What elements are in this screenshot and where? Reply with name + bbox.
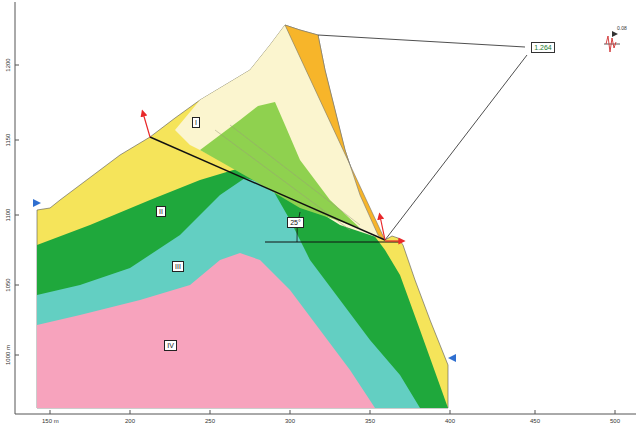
boundary-marker — [448, 354, 456, 362]
surface-layer — [37, 25, 448, 408]
elevation-tick: 1200 — [5, 58, 11, 71]
force-arrow — [380, 216, 385, 240]
layer-one-slide-mass — [175, 25, 385, 240]
layer-four — [37, 253, 375, 408]
radius-line — [318, 35, 525, 47]
node-text: IV — [167, 342, 174, 349]
layer-label: III — [172, 261, 184, 272]
distance-tick: 450 — [530, 418, 540, 424]
horizontal-axis — [15, 414, 636, 415]
seismic-icon — [604, 31, 620, 52]
boundary-marker — [33, 199, 41, 207]
elevation-tick: 1000 m — [5, 345, 11, 365]
distance-tick: 250 — [205, 418, 215, 424]
node-text: 1.264 — [534, 44, 552, 51]
slip-surface — [150, 137, 385, 240]
distance-tick: 500 — [610, 418, 620, 424]
orange-band — [285, 25, 385, 240]
node-text: III — [175, 263, 181, 270]
distance-tick: 150 m — [42, 418, 59, 424]
distance-tick: 300 — [285, 418, 295, 424]
angle-label: 25° — [287, 217, 304, 228]
safety-factor-box: 1.264 — [531, 42, 555, 53]
seismic-coefficient: 0.08 — [617, 26, 627, 31]
elevation-tick: 1100 — [5, 209, 11, 222]
node-text: II — [159, 208, 163, 215]
node-text: I — [195, 119, 197, 126]
layer-label: IV — [164, 340, 177, 351]
layer-label: II — [156, 206, 166, 217]
node-text: 25° — [290, 219, 301, 226]
force-arrow — [385, 240, 402, 241]
vertical-axis — [15, 2, 16, 414]
elevation-tick: 1050 — [5, 278, 11, 291]
radius-line — [385, 55, 527, 240]
distance-tick: 400 — [445, 418, 455, 424]
elevation-tick: 1150 — [5, 134, 11, 147]
horizontal-reference — [265, 242, 400, 243]
distance-tick: 350 — [365, 418, 375, 424]
inner-lines — [215, 125, 360, 230]
layer-two — [37, 160, 448, 408]
distance-tick: 200 — [125, 418, 135, 424]
layer-label: I — [192, 117, 200, 128]
force-arrow — [143, 113, 150, 137]
